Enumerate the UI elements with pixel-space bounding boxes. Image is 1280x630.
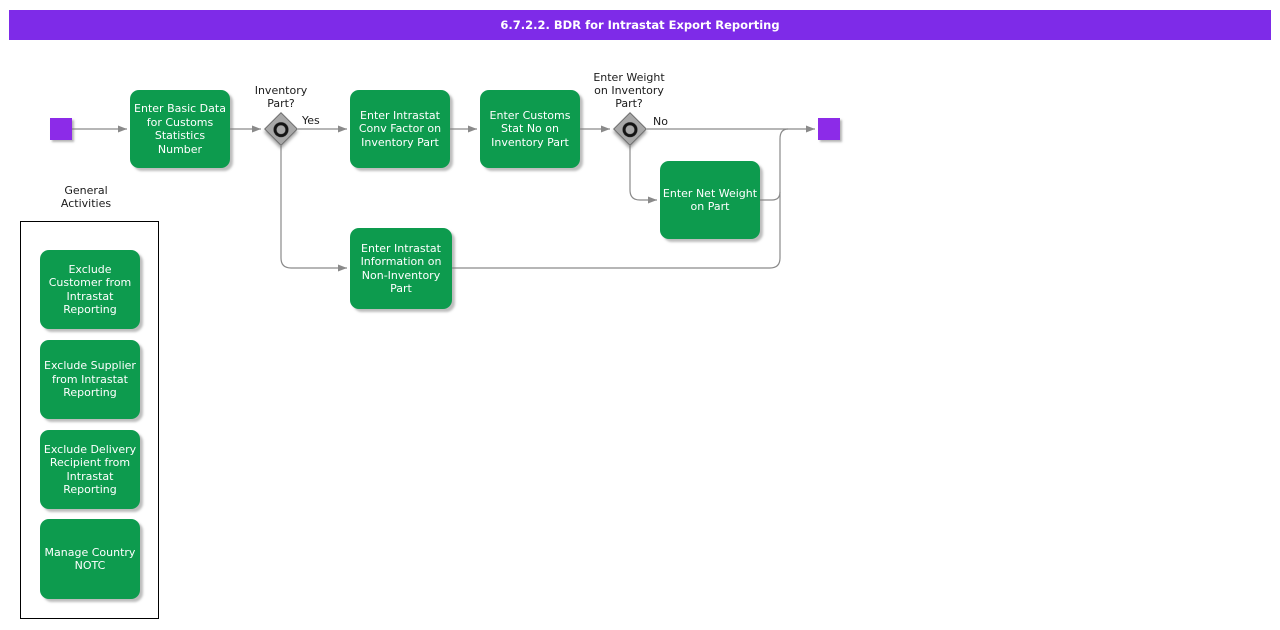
branch-label-no: No	[653, 115, 668, 128]
diagram-title: 6.7.2.2. BDR for Intrastat Export Report…	[500, 18, 780, 32]
activity-enter-customs-stat-no[interactable]: Enter Customs Stat No on Inventory Part	[480, 90, 580, 168]
connector-non-inventory-to-merge	[452, 128, 789, 269]
connector-decision2-to-net-weight	[629, 146, 657, 204]
activity-exclude-supplier-intrastat[interactable]: Exclude Supplier from Intrastat Reportin…	[40, 340, 140, 419]
start-node	[50, 118, 72, 140]
end-node	[818, 118, 840, 140]
activity-enter-net-weight-on-part[interactable]: Enter Net Weight on Part	[660, 161, 760, 239]
general-activities-title: General Activities	[60, 184, 112, 210]
activity-enter-basic-data-customs-stat-number[interactable]: Enter Basic Data for Customs Statistics …	[130, 90, 230, 168]
decision-ring-icon	[270, 118, 292, 140]
branch-label-yes: Yes	[302, 114, 320, 127]
decision-label-inventory-part: Inventory Part?	[254, 84, 308, 110]
decision-ring-icon	[619, 118, 641, 140]
activity-enter-intrastat-conv-factor[interactable]: Enter Intrastat Conv Factor on Inventory…	[350, 90, 450, 168]
activity-enter-intrastat-info-non-inventory[interactable]: Enter Intrastat Information on Non-Inven…	[350, 228, 452, 309]
diagram-title-bar: 6.7.2.2. BDR for Intrastat Export Report…	[9, 10, 1271, 40]
activity-exclude-customer-intrastat[interactable]: Exclude Customer from Intrastat Reportin…	[40, 250, 140, 329]
connector-net-weight-to-merge	[760, 191, 781, 201]
activity-exclude-delivery-recipient-intrastat[interactable]: Exclude Delivery Recipient from Intrasta…	[40, 430, 140, 509]
connector-decision1-to-non-inventory	[280, 146, 347, 272]
decision-label-enter-weight: Enter Weight on Inventory Part?	[593, 71, 665, 110]
activity-manage-country-notc[interactable]: Manage Country NOTC	[40, 519, 140, 599]
